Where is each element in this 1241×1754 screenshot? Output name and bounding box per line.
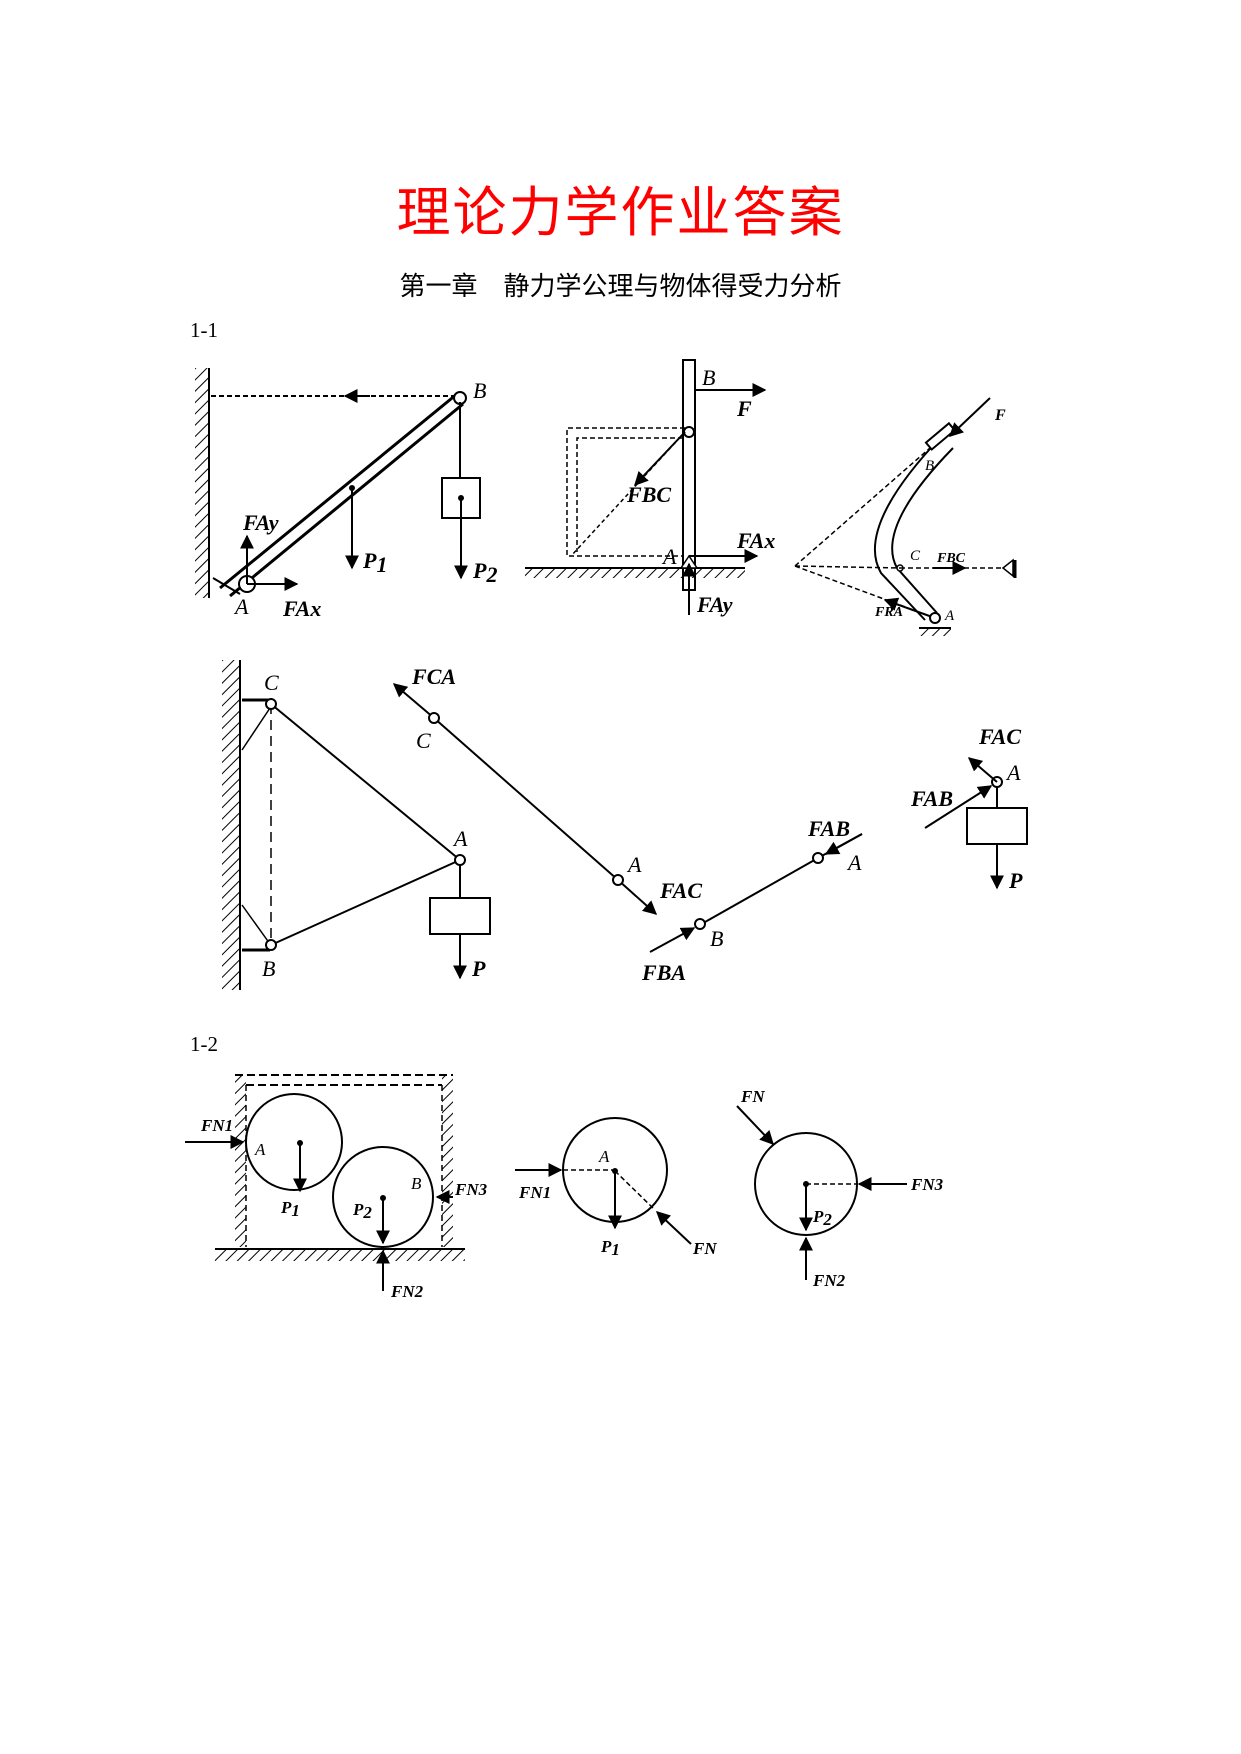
figure-1-2-b: FN1 A P1 FN — [515, 1117, 717, 1259]
force-FCA-label: FCA — [411, 664, 456, 689]
section-label-1-1: 1-1 — [190, 318, 218, 342]
figure-1-1-d: C A B P — [222, 660, 491, 990]
label-B: B — [411, 1174, 422, 1193]
label-C: C — [416, 728, 431, 753]
force-FAB-label: FAB — [910, 786, 953, 811]
label-B: B — [710, 926, 723, 951]
force-FAC-label: FAC — [659, 878, 702, 903]
label-B: B — [262, 956, 275, 981]
force-FBA-label: FRA — [874, 605, 903, 620]
figure-1-1-g: FAC FAB A P — [910, 724, 1028, 893]
figure-1-1-b: B A F FBC FAx FAy — [525, 359, 775, 617]
label-A: A — [1005, 760, 1021, 785]
force-FN1-label: FN1 — [518, 1183, 551, 1202]
label-B: B — [473, 378, 486, 403]
force-FAy-label: FAy — [696, 592, 733, 617]
force-FN2-label: FN2 — [812, 1271, 846, 1290]
force-FAx-label: FAx — [282, 596, 321, 621]
label-A: A — [233, 594, 249, 619]
force-FBA-label: FBA — [641, 960, 686, 985]
label-A: A — [598, 1147, 610, 1166]
force-P2-label: P2 — [812, 1207, 832, 1229]
force-P2-label: P2 — [352, 1200, 372, 1222]
label-B: B — [925, 458, 934, 474]
label-A: A — [661, 544, 677, 569]
force-P-label: P — [471, 956, 486, 981]
label-C: C — [264, 670, 279, 695]
figure-1-1-f: FAB A B FBA — [641, 816, 863, 985]
label-B: B — [702, 365, 715, 390]
force-FN3-label: FN3 — [910, 1175, 944, 1194]
figure-1-2-c: FN FN3 P2 FN2 — [736, 1087, 944, 1290]
force-FBC-label: FBC — [626, 482, 671, 507]
label-A: A — [944, 608, 955, 624]
force-P1-label: P1 — [600, 1237, 620, 1259]
force-P1-label: P1 — [362, 548, 387, 577]
force-F-label: F — [994, 407, 1006, 424]
force-FAy-label: FAy — [242, 510, 279, 535]
force-FAB-label: FAB — [807, 816, 850, 841]
label-A: A — [846, 850, 862, 875]
force-FN3-label: FN3 — [454, 1180, 488, 1199]
label-A: A — [254, 1140, 266, 1159]
force-F-label: F — [736, 396, 752, 421]
force-P1-label: P1 — [280, 1198, 300, 1220]
figure-1-2-a: FN1 A P1 P2 B FN3 FN2 — [185, 1074, 488, 1301]
force-FAx-label: FAx — [736, 528, 775, 553]
force-FN-label: FN — [692, 1239, 717, 1258]
force-P2-label: P2 — [472, 558, 497, 587]
figure-1-1-e: FCA C A FAC — [392, 664, 702, 915]
force-FN1-label: FN1 — [200, 1116, 233, 1135]
label-A: A — [452, 826, 468, 851]
force-P-label: P — [1008, 868, 1023, 893]
figure-1-1-a: B A FAy FAx P1 P2 — [195, 368, 497, 621]
page-title: 理论力学作业答案 — [396, 181, 845, 244]
chapter-heading: 第一章 静力学公理与物体得受力分析 — [399, 272, 842, 302]
label-A: A — [626, 852, 642, 877]
label-C: C — [910, 548, 921, 564]
force-FN2-label: FN2 — [390, 1282, 424, 1301]
section-label-1-2: 1-2 — [190, 1032, 218, 1056]
figure-1-1-c: F B C A FBC FRA — [794, 397, 1017, 636]
force-FN-label: FN — [740, 1087, 765, 1106]
force-FBC-label: FBC — [936, 551, 966, 566]
force-FAC-label: FAC — [978, 724, 1021, 749]
